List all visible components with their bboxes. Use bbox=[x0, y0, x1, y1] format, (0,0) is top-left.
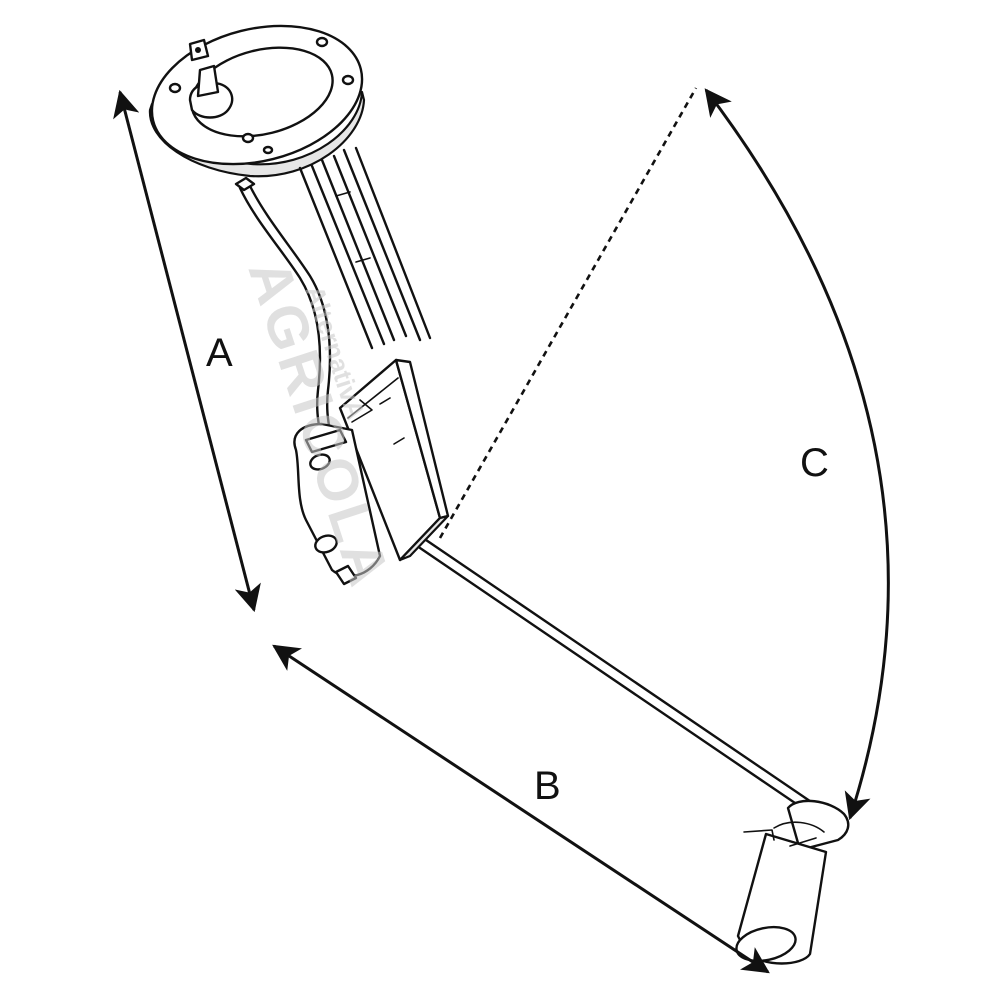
bolt-hole bbox=[262, 145, 274, 155]
sender-housing bbox=[338, 358, 450, 562]
resistor-plate bbox=[293, 399, 382, 586]
bolt-hole bbox=[341, 74, 355, 86]
float-arm bbox=[418, 538, 828, 822]
swing-reference-line bbox=[438, 87, 698, 539]
dimension-c-label: C bbox=[800, 441, 829, 485]
bolt-hole bbox=[168, 82, 182, 94]
dimension-b-label: B bbox=[534, 764, 561, 808]
dimension-a-arrow bbox=[113, 89, 261, 613]
mounting-flange bbox=[148, 24, 366, 178]
bolt-hole bbox=[241, 132, 255, 144]
dimension-b-arrow bbox=[272, 644, 770, 974]
bolt-hole bbox=[315, 36, 329, 48]
sender-tubes bbox=[298, 146, 432, 350]
dimension-c-arc bbox=[704, 88, 890, 821]
dimension-a-label: A bbox=[206, 331, 233, 375]
dimension-b: B bbox=[272, 644, 770, 974]
float bbox=[735, 799, 850, 965]
dimension-a: A bbox=[113, 89, 261, 613]
dimension-c: C bbox=[704, 88, 890, 821]
